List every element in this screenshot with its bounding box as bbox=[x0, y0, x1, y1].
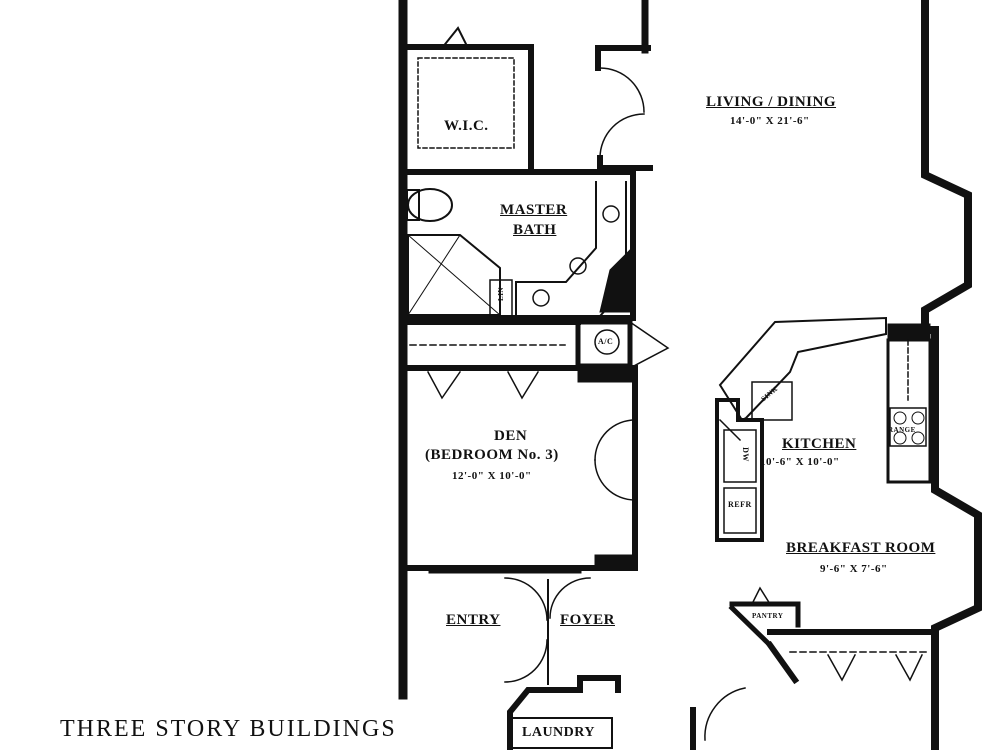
den-walls bbox=[400, 365, 638, 571]
toilet bbox=[407, 188, 453, 222]
master-bath-label-line2: BATH bbox=[513, 222, 557, 238]
ac-tag: A/C bbox=[598, 337, 614, 346]
kitchen-dims: 10'-6" X 10'-0" bbox=[760, 456, 840, 468]
pantry-tag: PANTRY bbox=[752, 612, 784, 620]
den-label-line1: DEN bbox=[494, 428, 528, 444]
range-tag: RANGE bbox=[888, 426, 916, 434]
laundry-walls bbox=[507, 675, 621, 750]
kitchen-counter-left bbox=[715, 398, 764, 542]
living-dining-label: LIVING / DINING bbox=[706, 94, 837, 110]
breakfast-room-label: BREAKFAST ROOM bbox=[786, 540, 936, 556]
living-dining-dims: 14'-0" X 21'-6" bbox=[730, 115, 810, 127]
entry-label: ENTRY bbox=[446, 612, 501, 628]
kitchen-label: KITCHEN bbox=[782, 436, 857, 452]
exterior-wall-right bbox=[921, 0, 972, 334]
refrigerator-tag: REFR bbox=[728, 500, 752, 509]
master-bath-label-line1: MASTER bbox=[500, 202, 568, 218]
master-bath-walls bbox=[400, 169, 636, 321]
foyer-label: FOYER bbox=[560, 612, 615, 628]
kitchen-island bbox=[718, 316, 887, 422]
den-dims: 12'-0" X 10'-0" bbox=[452, 470, 532, 482]
pantry-walls bbox=[729, 601, 801, 628]
dishwasher-tag: DW bbox=[740, 447, 750, 462]
building-caption: THREE STORY BUILDINGS bbox=[60, 716, 397, 742]
wic-label: W.I.C. bbox=[444, 118, 489, 134]
kitchen-counter-right bbox=[886, 338, 932, 484]
wic-walls bbox=[400, 44, 534, 175]
linen-tag: LIN bbox=[496, 287, 505, 301]
den-label-line2: (BEDROOM No. 3) bbox=[425, 447, 559, 463]
laundry-label: LAUNDRY bbox=[522, 725, 596, 740]
shower bbox=[407, 234, 501, 316]
breakfast-room-dims: 9'-6" X 7'-6" bbox=[820, 563, 888, 575]
